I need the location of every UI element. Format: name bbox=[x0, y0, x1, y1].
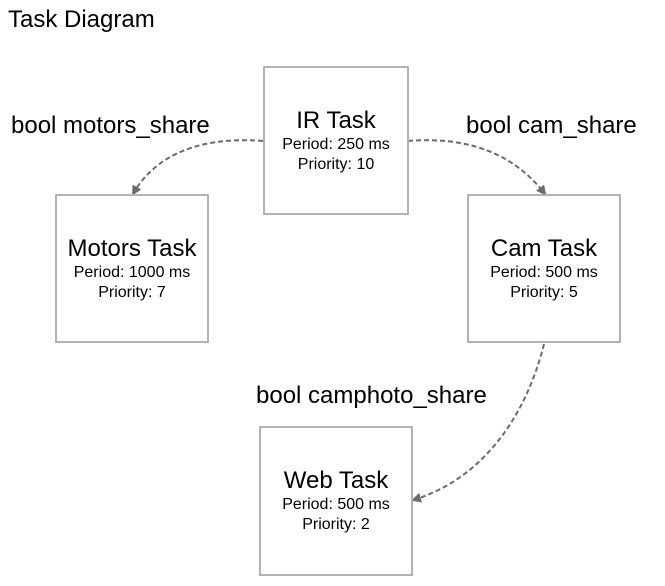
task-web-priority: Priority: 2 bbox=[302, 516, 370, 533]
task-motors-period: Period: 1000 ms bbox=[73, 263, 191, 281]
task-ir-name: IR Task bbox=[296, 106, 376, 134]
task-cam[interactable]: Cam Task Period: 500 ms Priority: 5 bbox=[467, 194, 621, 343]
task-motors-priority: Priority: 7 bbox=[98, 283, 166, 301]
task-cam-name: Cam Task bbox=[490, 234, 598, 262]
edge-cam-to-web bbox=[411, 343, 545, 503]
edge-ir-to-cam bbox=[407, 139, 547, 196]
edge-ir-to-motors bbox=[132, 139, 264, 196]
edge-label-motors-share: bool motors_share bbox=[11, 112, 210, 139]
edge-label-camphoto-share: bool camphoto_share bbox=[256, 382, 487, 409]
task-web[interactable]: Web Task Period: 500 ms Priority: 2 bbox=[259, 426, 413, 576]
task-motors-name: Motors Task bbox=[67, 234, 197, 262]
task-motors[interactable]: Motors Task Period: 1000 ms Priority: 7 bbox=[55, 194, 209, 343]
task-cam-period: Period: 500 ms bbox=[490, 263, 598, 281]
task-ir-priority: Priority: 10 bbox=[297, 155, 375, 173]
edge-label-cam-share: bool cam_share bbox=[466, 112, 637, 139]
task-web-period: Period: 500 ms bbox=[282, 496, 390, 513]
task-web-name: Web Task bbox=[283, 467, 389, 494]
task-ir[interactable]: IR Task Period: 250 ms Priority: 10 bbox=[263, 66, 409, 215]
task-ir-period: Period: 250 ms bbox=[282, 135, 390, 153]
diagram-title: Task Diagram bbox=[8, 6, 155, 33]
task-cam-priority: Priority: 5 bbox=[510, 283, 578, 301]
